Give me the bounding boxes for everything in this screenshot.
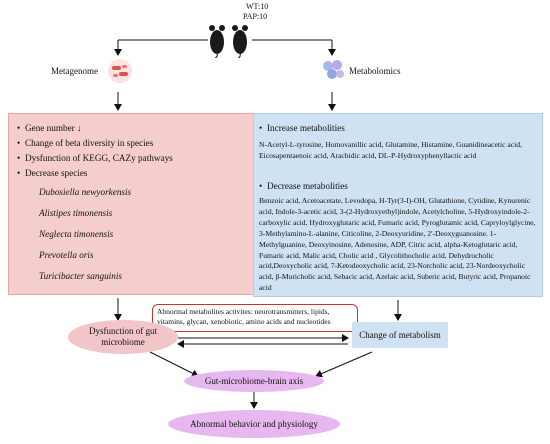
species-item: Prevotella oris (39, 250, 94, 260)
pap-label: PAP:10 (243, 12, 268, 21)
metagenome-item: •Gene number ↓ (17, 123, 82, 133)
metagenome-item: •Change of beta diversity in species (17, 138, 154, 148)
species-item: Neglecta timonensis (39, 229, 114, 239)
metagenome-label: Metagenome (51, 66, 98, 76)
species-item: Alistipes timonensis (39, 208, 113, 218)
abnormal-behavior-oval: Abnormal behavior and physiology (168, 410, 340, 438)
decrease-text: Benzoic acid, Acetoacetate, Levodopa, H-… (259, 196, 536, 293)
dysfunction-to-axis (149, 351, 199, 377)
increase-text: N-Acetyl-L-tyrosine, Homovanillic acid, … (259, 140, 522, 160)
wt-label: WT:10 (246, 2, 269, 11)
metagenome-item: •Decrease species (17, 168, 88, 178)
metabolomics-label: Metabolomics (349, 66, 401, 76)
bacteria-icon (108, 59, 132, 83)
metagenome-item: •Dysfunction of KEGG, CAZy pathways (17, 153, 173, 163)
metabolomics-box: •Increase metabolities N-Acetyl-L-tyrosi… (253, 113, 543, 297)
species-item: Dubosiella newyorkensis (39, 187, 132, 197)
change-of-metabolism-box: Change of metabolism (352, 322, 448, 348)
dysfunction-oval: Dysfunction of gut microbiome (68, 320, 178, 354)
abnormal-metabolites-box: Abnormal metabolites activites: neurotra… (152, 304, 358, 332)
mouse-icon (232, 25, 248, 58)
species-item: Turicibacter sanguinis (39, 271, 122, 281)
mouse-icon (209, 25, 225, 58)
decrease-title: •Decrease metabolities (259, 181, 348, 191)
increase-title: •Increase metabolities (259, 123, 345, 133)
change-to-axis (315, 351, 373, 378)
gut-brain-axis-oval: Gut-microbiome-brain axis (184, 370, 324, 392)
metagenome-box: •Gene number ↓ •Change of beta diversity… (8, 113, 258, 295)
molecules-icon (323, 60, 344, 79)
